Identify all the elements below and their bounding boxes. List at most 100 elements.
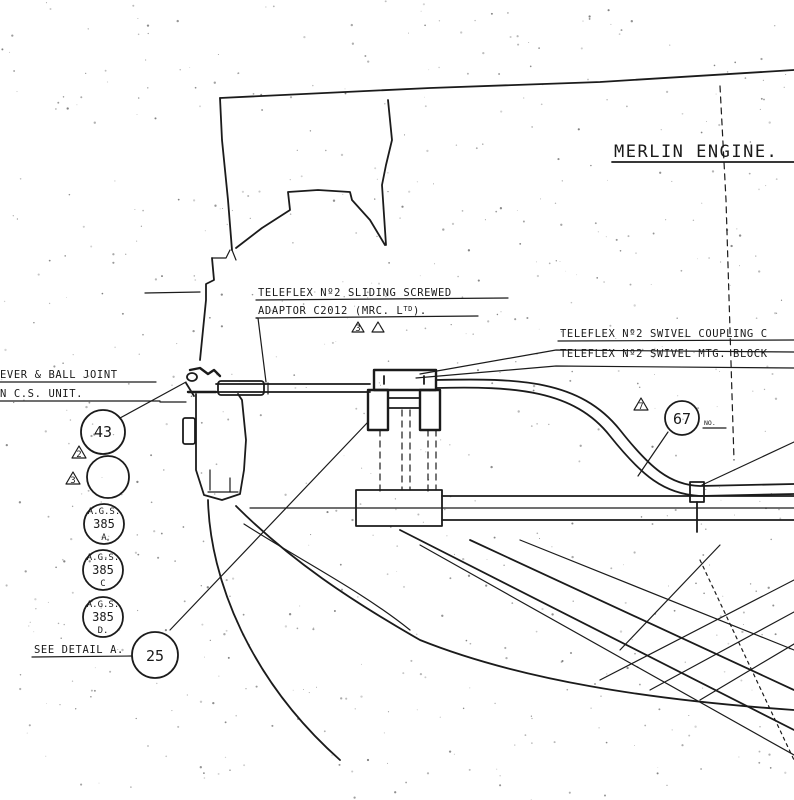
speckle-dot <box>566 688 569 691</box>
speckle-dot <box>114 346 116 349</box>
speckle-dot <box>768 121 771 124</box>
speckle-dot <box>308 544 310 546</box>
speckle-dot <box>94 667 96 669</box>
speckle-dot <box>72 353 74 356</box>
speckle-dot <box>718 123 721 127</box>
speckle-dot <box>751 689 753 691</box>
speckle-dot <box>500 311 502 313</box>
speckle-dot <box>514 744 516 746</box>
speckle-dot <box>654 374 656 376</box>
svg-text:C: C <box>100 579 105 589</box>
speckle-dot <box>578 460 581 463</box>
speckle-dot <box>439 716 441 718</box>
speckle-dot <box>154 117 157 120</box>
speckle-dot <box>98 782 100 784</box>
speckle-dot <box>371 282 373 284</box>
speckle-dot <box>590 707 592 710</box>
speckle-dot <box>200 421 203 424</box>
speckle-dot <box>477 279 480 282</box>
speckle-dot <box>156 682 158 685</box>
speckle-dot <box>676 395 679 397</box>
speckle-dot <box>388 262 390 264</box>
speckle-dot <box>711 170 715 173</box>
speckle-dot <box>571 522 574 525</box>
speckle-dot <box>296 627 299 630</box>
speckle-dot <box>766 365 769 368</box>
speckle-dot <box>224 756 227 759</box>
speckle-dot <box>695 582 697 585</box>
speckle-dot <box>265 6 267 8</box>
speckle-dot <box>426 772 430 775</box>
speckle-dot <box>343 296 345 298</box>
speckle-dot <box>0 378 3 381</box>
speckle-dot <box>136 480 139 484</box>
speckle-dot <box>402 672 405 675</box>
speckle-dot <box>68 193 71 196</box>
speckle-dot <box>619 250 622 252</box>
speckle-dot <box>271 309 273 312</box>
speckle-dot <box>194 86 197 89</box>
speckle-dot <box>516 35 519 38</box>
speckle-dot <box>780 299 783 301</box>
speckle-dot <box>417 513 420 516</box>
speckle-dot <box>305 482 308 484</box>
speckle-dot <box>522 220 525 223</box>
speckle-dot <box>469 687 471 689</box>
revision-triangle-7: 7 <box>633 397 649 412</box>
speckle-dot <box>597 231 600 233</box>
speckle-dot <box>121 312 124 315</box>
speckle-dot <box>186 694 188 696</box>
speckle-dot <box>528 41 530 44</box>
speckle-dot <box>755 255 757 257</box>
speckle-dot <box>607 9 610 12</box>
speckle-dot <box>424 327 427 330</box>
speckle-dot <box>630 20 633 23</box>
speckle-dot <box>220 325 224 328</box>
speckle-dot <box>749 141 752 143</box>
speckle-dot <box>466 72 469 75</box>
speckle-dot <box>47 515 50 518</box>
speckle-dot <box>396 571 398 573</box>
speckle-dot <box>292 242 294 244</box>
speckle-dot <box>300 175 303 178</box>
speckle-dot <box>62 96 65 98</box>
speckle-dot <box>147 32 149 35</box>
speckle-dot <box>615 338 617 339</box>
speckle-dot <box>19 178 22 180</box>
speckle-dot <box>332 199 336 202</box>
speckle-dot <box>204 230 206 232</box>
speckle-dot <box>177 725 180 728</box>
speckle-dot <box>763 388 766 391</box>
speckle-dot <box>361 467 363 469</box>
speckle-dot <box>538 47 540 49</box>
speckle-dot <box>450 323 452 326</box>
speckle-dot <box>222 411 224 413</box>
speckle-dot <box>505 656 508 660</box>
speckle-dot <box>551 546 553 548</box>
speckle-dot <box>370 472 372 474</box>
speckle-dot <box>587 78 589 81</box>
speckle-dot <box>775 178 778 180</box>
speckle-dot <box>569 651 573 655</box>
speckle-dot <box>104 69 107 72</box>
speckle-dot <box>48 302 51 305</box>
speckle-dot <box>70 537 73 541</box>
lower-structure <box>207 489 794 761</box>
speckle-dot <box>730 244 733 248</box>
speckle-dot <box>229 769 231 772</box>
svg-text:3: 3 <box>355 324 360 334</box>
speckle-dot <box>425 451 427 453</box>
speckle-dot <box>499 207 503 210</box>
speckle-dot <box>374 198 376 200</box>
speckle-dot <box>444 508 446 511</box>
sliding-adaptor-superscript: TD <box>403 305 413 313</box>
speckle-dot <box>668 585 669 587</box>
speckle-dot <box>606 673 608 675</box>
speckle-dot <box>419 275 421 277</box>
speckle-dot <box>351 518 354 522</box>
speckle-dot <box>130 786 132 788</box>
speckle-dot <box>472 333 474 335</box>
speckle-dot <box>199 105 201 108</box>
speckle-dot <box>9 51 11 53</box>
speckle-dot <box>658 708 661 711</box>
